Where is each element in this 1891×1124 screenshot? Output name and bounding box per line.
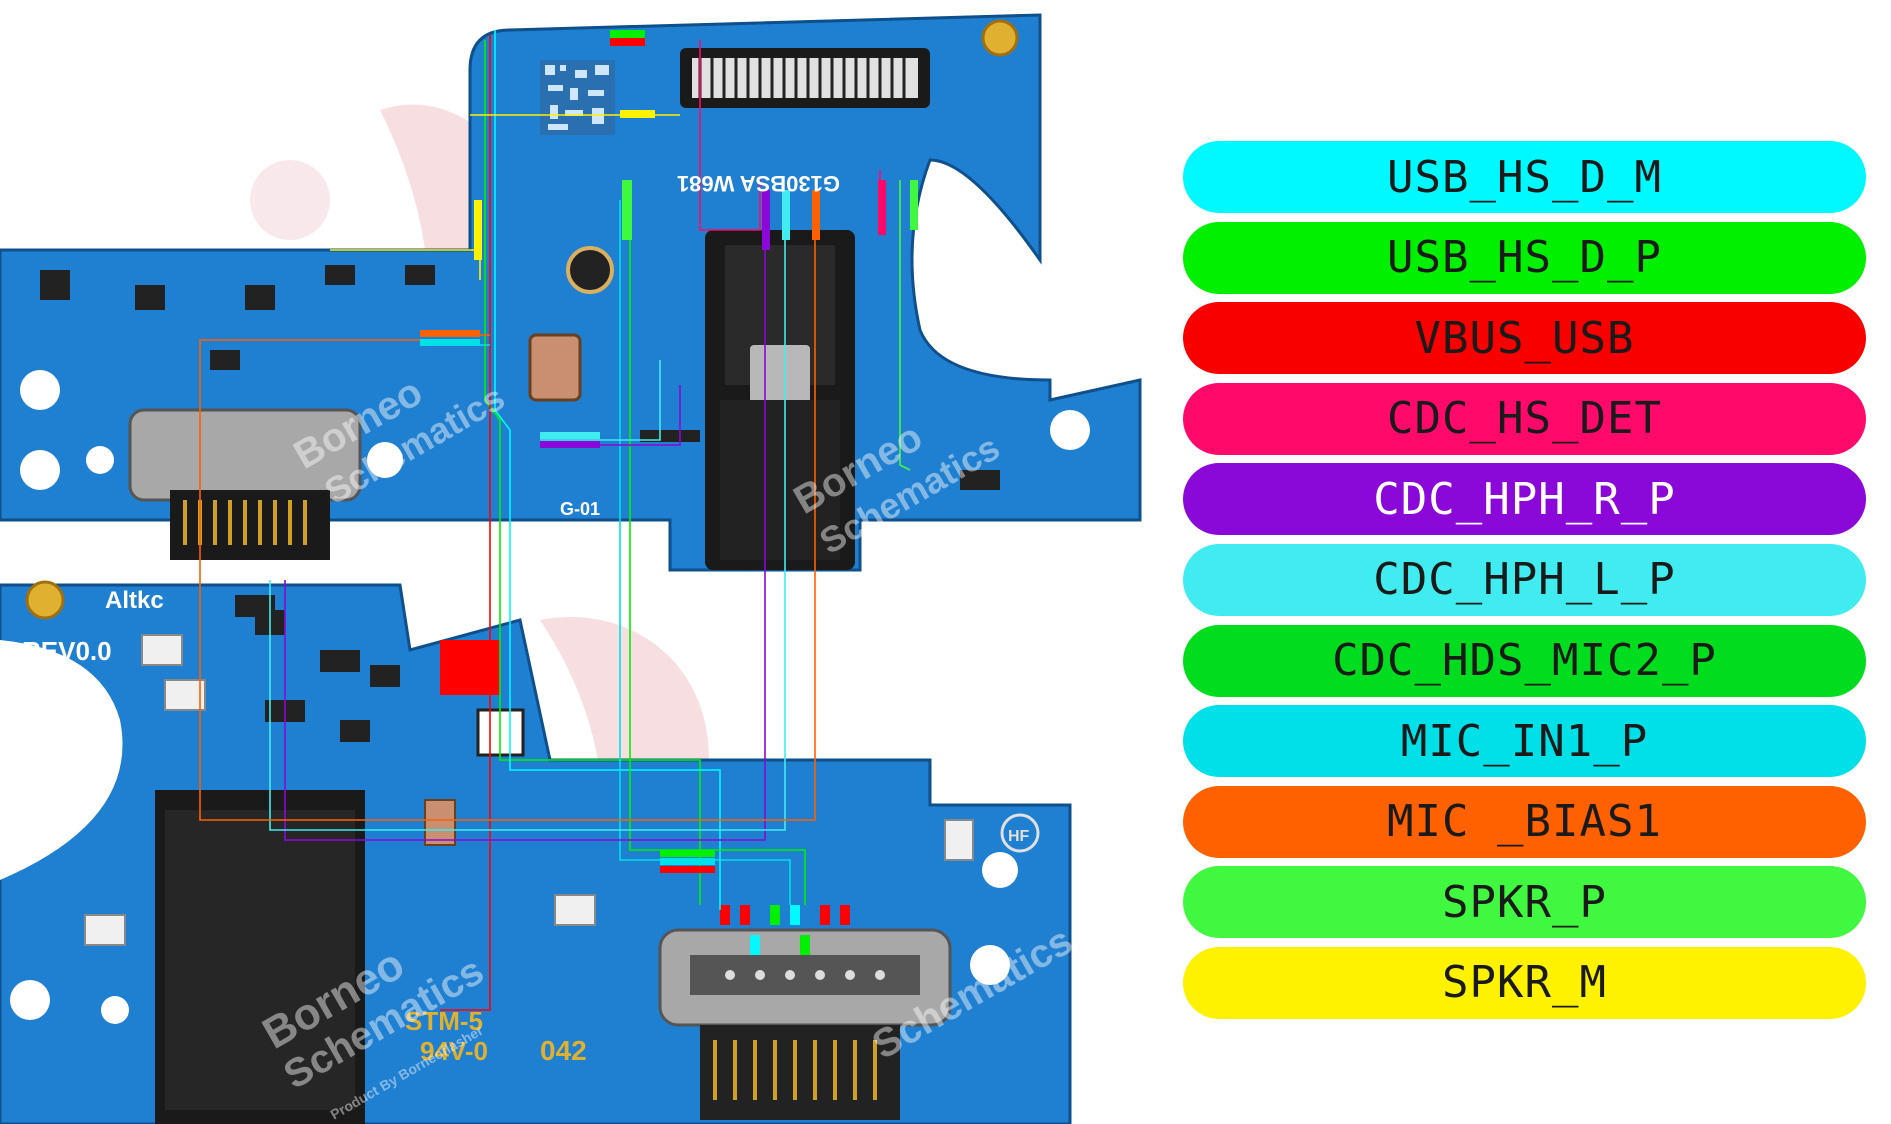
legend-item-label: VBUS_USB xyxy=(1414,312,1635,364)
legend-item-cdc-hph-r-p: CDC_HPH_R_P xyxy=(1183,463,1866,536)
usb-pin-markers xyxy=(720,905,850,955)
legend-item-mic-bias1: MIC _BIAS1 xyxy=(1183,785,1866,858)
legend-item-vbus-usb: VBUS_USB xyxy=(1183,302,1866,375)
net-color-legend: USB_HS_D_M USB_HS_D_P VBUS_USB CDC_HS_DET CD… xyxy=(1183,141,1866,1028)
legend-item-usb-hs-d-p: USB_HS_D_P xyxy=(1183,221,1866,294)
silk-hf: HF xyxy=(1008,828,1030,845)
silk-rev: REV0.0 xyxy=(22,636,112,666)
silk-rating: 94V-0 xyxy=(420,1036,488,1066)
legend-item-label: CDC_HDS_MIC2_P xyxy=(1332,635,1717,687)
microphone xyxy=(528,333,582,402)
legend-item-label: MIC_IN1_P xyxy=(1400,715,1649,767)
legend-item-label: CDC_HPH_R_P xyxy=(1373,473,1676,525)
legend-item-cdc-hs-det: CDC_HS_DET xyxy=(1183,382,1866,455)
ic-highlight-red xyxy=(440,640,500,695)
lower-pcb xyxy=(0,580,1072,1124)
legend-item-label: SPKR_P xyxy=(1442,876,1607,928)
legend-item-label: USB_HS_D_M xyxy=(1387,151,1662,203)
legend-item-label: CDC_HPH_L_P xyxy=(1373,554,1676,606)
legend-item-cdc-hph-l-p: CDC_HPH_L_P xyxy=(1183,543,1866,616)
legend-item-label: CDC_HS_DET xyxy=(1387,393,1662,445)
silk-part: G-01 xyxy=(560,499,600,519)
silk-code: 042 xyxy=(540,1035,587,1066)
silk-model: Altkc xyxy=(105,587,164,614)
legend-item-cdc-hds-mic2-p: CDC_HDS_MIC2_P xyxy=(1183,624,1866,697)
legend-item-spkr-p: SPKR_P xyxy=(1183,866,1866,939)
legend-item-spkr-m: SPKR_M xyxy=(1183,946,1866,1019)
legend-item-usb-hs-d-m: USB_HS_D_M xyxy=(1183,141,1866,213)
legend-item-label: MIC _BIAS1 xyxy=(1387,796,1662,848)
upper-pcb xyxy=(0,13,1142,572)
silk-stm: STM-5 xyxy=(405,1006,483,1036)
silk-flex-code: G130BSA W681 xyxy=(677,171,840,196)
legend-item-mic-in1-p: MIC_IN1_P xyxy=(1183,705,1866,778)
pcb-board-view: REV0.0 Altkc G-01 STM-5 94V-0 042 G130BS… xyxy=(0,13,1142,1124)
legend-item-label: SPKR_M xyxy=(1442,957,1607,1009)
legend-item-label: USB_HS_D_P xyxy=(1387,232,1662,284)
net-tags xyxy=(420,30,918,873)
